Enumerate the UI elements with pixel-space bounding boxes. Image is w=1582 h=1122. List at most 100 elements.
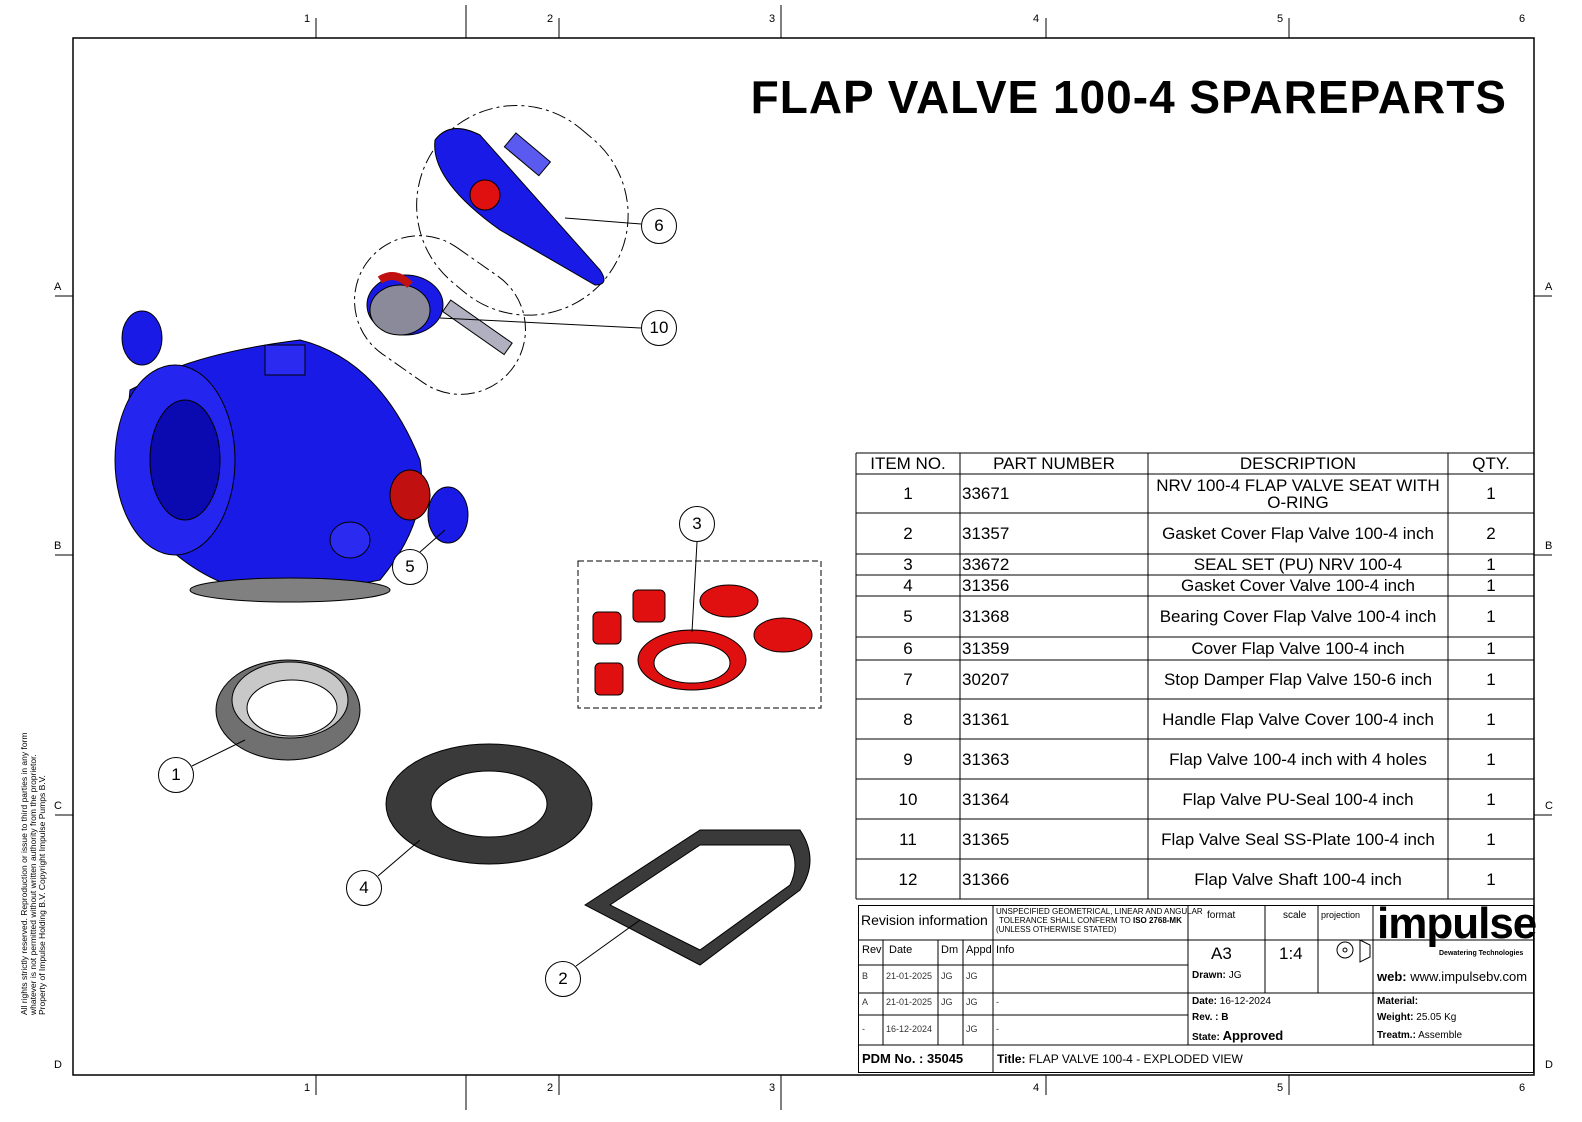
date-label: Date: <box>1192 996 1218 1007</box>
bom-item-no: 6 <box>903 639 913 658</box>
bom-item-no: 5 <box>903 607 913 626</box>
zone-row-d-right: D <box>1545 1059 1553 1071</box>
bom-part-number: 31366 <box>962 869 1010 889</box>
bom-part-number: 31368 <box>962 607 1010 626</box>
zone-col-4-bottom: 4 <box>1033 1082 1040 1094</box>
bom-description: Flap Valve 100-4 inch with 4 holes <box>1169 749 1427 769</box>
web-field: web: www.impulsebv.com <box>1377 969 1528 985</box>
drawn-label: Drawn: <box>1192 970 1226 981</box>
pdm-field: PDM No. : 35045 <box>862 1051 964 1067</box>
pdm-value: 35045 <box>927 1051 964 1066</box>
tolerance-text: UNSPECIFIED GEOMETRICAL, LINEAR AND ANGU… <box>996 907 1203 916</box>
revision-info-label: Revision information <box>861 912 988 928</box>
balloon-item-4: 4 <box>346 870 382 906</box>
weight-field: Weight: 25.05 Kg <box>1377 1012 1456 1024</box>
bom-description: Gasket Cover Flap Valve 100-4 inch <box>1162 524 1434 543</box>
bom-item-no: 10 <box>898 789 918 809</box>
weight-value: 25.05 Kg <box>1416 1012 1457 1023</box>
bom-part-number: 31363 <box>962 749 1010 769</box>
zone-col-1: 1 <box>304 13 311 25</box>
revision-date: 16-12-2024 <box>886 1024 933 1034</box>
projection-label: projection <box>1321 910 1361 920</box>
seal-set <box>592 584 813 696</box>
treatment-field: Treatm.: Assemble <box>1377 1030 1462 1042</box>
valve-seat <box>215 659 361 761</box>
bom-item-no: 11 <box>899 829 917 849</box>
bom-qty: 1 <box>1486 576 1496 595</box>
bom-description: Flap Valve PU-Seal 100-4 inch <box>1182 789 1414 809</box>
bom-description: Flap Valve Shaft 100-4 inch <box>1194 869 1402 889</box>
zone-row-c-right: C <box>1545 800 1553 812</box>
item-no-header: ITEM NO. <box>870 454 946 473</box>
zone-row-c: C <box>54 800 62 812</box>
treatment-value: Assemble <box>1418 1030 1463 1041</box>
material-field: Material: <box>1377 996 1418 1008</box>
bom-item-no: 12 <box>898 869 918 889</box>
bom-item-no: 8 <box>903 709 913 729</box>
bom-qty: 1 <box>1486 709 1496 729</box>
tolerance-note: (UNLESS OTHERWISE STATED) <box>996 925 1117 934</box>
revision-appd: JG <box>966 1024 978 1034</box>
tolerance-standard: ISO 2768-MK <box>1132 916 1182 925</box>
date-header: Date <box>889 944 913 956</box>
revision-info: - <box>996 1024 999 1034</box>
bom-part-number: 31361 <box>962 709 1010 729</box>
bom-item-no: 2 <box>903 524 913 543</box>
sheet-title: FLAP VALVE 100-4 SPAREPARTS <box>750 71 1507 123</box>
balloon-item-5: 5 <box>392 549 428 585</box>
bearing-cover <box>427 486 469 544</box>
rev-header: Rev <box>862 944 882 956</box>
bom-qty: 1 <box>1486 869 1496 889</box>
zone-col-3: 3 <box>769 13 776 25</box>
appd-header: Appd <box>966 944 992 956</box>
leaders <box>191 217 698 967</box>
revision-rev: A <box>862 997 869 1007</box>
revision-rev: B <box>862 971 869 981</box>
bom-qty: 1 <box>1486 607 1496 626</box>
bom-item-no: 3 <box>903 555 913 574</box>
bom-qty: 1 <box>1486 749 1496 769</box>
qty-header: QTY. <box>1472 454 1510 473</box>
balloon-item-2: 2 <box>545 961 581 997</box>
bom-part-number: 31365 <box>962 829 1010 849</box>
bom-description: Bearing Cover Flap Valve 100-4 inch <box>1159 607 1437 626</box>
bom-part-number: 33671 <box>962 484 1010 503</box>
seal-set-box <box>577 560 822 709</box>
bom-part-number: 31357 <box>962 524 1010 543</box>
revision-rev: - <box>862 1024 865 1034</box>
weight-label: Weight: <box>1377 1012 1414 1023</box>
title-block: Revision information UNSPECIFIED GEOMETR… <box>858 900 1537 1073</box>
revision-dm: JG <box>941 971 953 981</box>
impulse-logo: impulse <box>1377 899 1537 948</box>
zone-col-3-bottom: 3 <box>769 1082 776 1094</box>
description-header: DESCRIPTION <box>1239 454 1357 473</box>
title-value: FLAP VALVE 100-4 - EXPLODED VIEW <box>1028 1052 1243 1066</box>
bom-qty: 1 <box>1486 829 1496 849</box>
bom-qty: 1 <box>1486 639 1496 658</box>
revision-info: - <box>996 997 999 1007</box>
title-field: Title: FLAP VALVE 100-4 - EXPLODED VIEW <box>997 1052 1243 1067</box>
zone-row-a-right: A <box>1545 281 1553 293</box>
bom-qty: 2 <box>1486 524 1496 543</box>
bom-qty: 1 <box>1486 555 1496 574</box>
revision-date: 21-01-2025 <box>886 997 933 1007</box>
bom-part-number: 30207 <box>962 670 1010 689</box>
bom-description: Cover Flap Valve 100-4 inch <box>1191 639 1405 658</box>
bom-item-no: 4 <box>903 576 913 595</box>
revision-appd: JG <box>966 971 978 981</box>
bom-qty: 1 <box>1486 484 1496 503</box>
zone-col-4: 4 <box>1033 13 1040 25</box>
web-link[interactable]: www.impulsebv.com <box>1410 969 1528 984</box>
tolerance-text-2: TOLERANCE SHALL CONFERM TO <box>999 916 1131 925</box>
zone-row-b-right: B <box>1545 540 1553 552</box>
bom-description: Stop Damper Flap Valve 150-6 inch <box>1163 670 1433 689</box>
balloon-item-3: 3 <box>679 506 715 542</box>
bom-description: Handle Flap Valve Cover 100-4 inch <box>1162 709 1434 729</box>
scale-value: 1:4 <box>1279 944 1303 963</box>
rev-field: Rev. : B <box>1192 1012 1229 1024</box>
info-header: Info <box>996 944 1015 956</box>
logo-tagline: Dewatering Technologies <box>1439 950 1524 957</box>
bom-part-number: 31356 <box>962 576 1010 595</box>
valve-body <box>114 339 431 603</box>
